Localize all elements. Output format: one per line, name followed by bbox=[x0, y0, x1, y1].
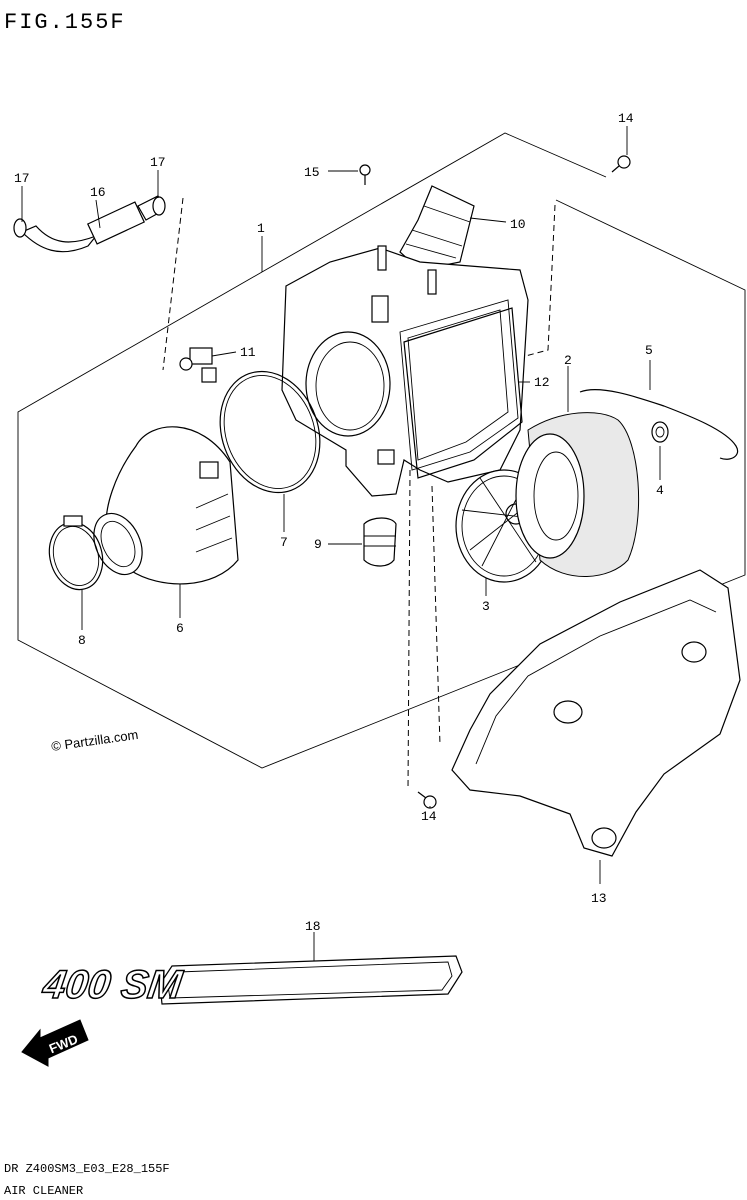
partzilla-watermark: © Partzilla.com bbox=[50, 727, 139, 754]
bolt-14-top bbox=[611, 155, 631, 173]
figure-name: AIR CLEANER bbox=[4, 1184, 83, 1198]
callout-14-bottom: 14 bbox=[421, 809, 437, 824]
callout-4: 4 bbox=[656, 483, 664, 498]
leader-lines bbox=[21, 126, 661, 968]
svg-text:400 SM: 400 SM bbox=[39, 962, 186, 1007]
fwd-direction-icon: FWD bbox=[21, 1019, 89, 1067]
emblem-400sm: 400 SM bbox=[39, 955, 463, 1008]
bolt-14-bottom bbox=[417, 791, 437, 809]
callout-labels: 17 16 17 1 15 14 10 11 12 2 5 4 3 7 9 6 … bbox=[14, 111, 664, 934]
side-cover bbox=[451, 569, 741, 857]
callout-11: 11 bbox=[240, 345, 256, 360]
callout-17-right: 17 bbox=[150, 155, 166, 170]
intake-duct bbox=[399, 185, 475, 271]
hose-clamp-8 bbox=[48, 515, 104, 591]
callout-14-top: 14 bbox=[618, 111, 634, 126]
air-cleaner-case bbox=[281, 245, 529, 497]
intake-boot bbox=[93, 426, 239, 585]
callout-2: 2 bbox=[564, 353, 572, 368]
callout-18: 18 bbox=[305, 919, 321, 934]
hose-clip-right bbox=[152, 196, 166, 216]
callout-17-left: 17 bbox=[14, 171, 30, 186]
callout-15: 15 bbox=[304, 165, 320, 180]
callout-7: 7 bbox=[280, 535, 288, 550]
callout-10: 10 bbox=[510, 217, 526, 232]
screw-15 bbox=[359, 164, 371, 185]
check-valve bbox=[179, 347, 217, 383]
svg-text:© Partzilla.com: © Partzilla.com bbox=[50, 727, 139, 754]
case-seal-gasket bbox=[403, 307, 523, 479]
drain-plug bbox=[363, 517, 397, 567]
callout-8: 8 bbox=[78, 633, 86, 648]
callout-5: 5 bbox=[645, 343, 653, 358]
retaining-wire bbox=[579, 389, 739, 460]
breather-hose bbox=[20, 195, 165, 253]
callout-6: 6 bbox=[176, 621, 184, 636]
clamp-ring-7 bbox=[219, 370, 321, 494]
figure-title: FIG.155F bbox=[4, 10, 126, 35]
callout-9: 9 bbox=[314, 537, 322, 552]
callout-3: 3 bbox=[482, 599, 490, 614]
callout-13: 13 bbox=[591, 891, 607, 906]
hose-clip-left bbox=[13, 218, 27, 238]
callout-16: 16 bbox=[90, 185, 106, 200]
callout-12: 12 bbox=[534, 375, 550, 390]
assembly-boundary bbox=[17, 132, 746, 769]
o-ring-4 bbox=[651, 421, 669, 443]
callout-1: 1 bbox=[257, 221, 265, 236]
air-filter-element bbox=[515, 412, 640, 577]
figure-code: DR Z400SM3_E03_E28_155F bbox=[4, 1162, 170, 1176]
